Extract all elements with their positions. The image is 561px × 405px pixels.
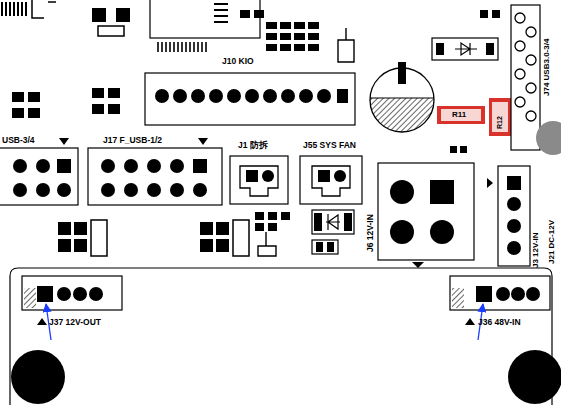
capacitor-line <box>370 97 434 98</box>
connector-label: J21 DC-12V <box>548 220 556 264</box>
resistor-label: R11 <box>452 111 466 119</box>
smd-part <box>233 220 249 256</box>
connector-label: J37 12V-OUT <box>49 318 101 327</box>
connector-pin <box>390 180 414 204</box>
smd-pad <box>314 213 322 231</box>
connector-pins <box>155 89 348 103</box>
connector-outline <box>378 163 474 260</box>
connector-pins <box>57 287 103 301</box>
diode-outline <box>312 210 354 234</box>
chip-outline <box>150 0 260 38</box>
connector-pins <box>507 197 521 255</box>
connector-outline <box>300 156 362 204</box>
mount-hole <box>11 350 65 404</box>
smd-part <box>312 240 338 254</box>
connector-outline <box>0 148 78 205</box>
pin1-marker <box>37 318 47 325</box>
connector-pin <box>507 176 521 190</box>
smd-pad <box>486 43 494 55</box>
capacitor-mark <box>398 62 406 84</box>
smd-cluster <box>58 212 334 252</box>
connector-label: J74 USB3.0-3/4 <box>543 39 551 96</box>
mount-hole <box>536 121 561 155</box>
diode-outline <box>432 38 498 60</box>
pin1-marker <box>59 138 69 145</box>
pin1-marker <box>198 138 208 145</box>
smd-pad <box>436 43 444 55</box>
connector-pin <box>476 286 492 302</box>
connector-pins <box>496 287 540 301</box>
connector-hatch <box>452 288 464 308</box>
smd-part <box>91 220 107 256</box>
switch-symbol <box>258 232 276 256</box>
diode-symbol <box>455 43 477 55</box>
connector-hatch <box>24 288 36 308</box>
connector-outline <box>230 156 288 204</box>
resistor-outline <box>437 106 485 124</box>
connector-pin <box>430 180 454 204</box>
pin1-marker <box>465 318 475 325</box>
connector-pin <box>262 170 274 182</box>
pin1-marker <box>487 178 493 188</box>
connector-label: J10 KIO <box>222 57 254 66</box>
connector-pin <box>246 170 258 182</box>
resistor-body <box>441 109 481 121</box>
connector-pin <box>430 220 454 244</box>
smd-part <box>98 26 124 36</box>
connector-label: USB-3/4 <box>2 136 35 145</box>
smd-pad <box>344 213 352 231</box>
connector-outline <box>450 276 550 310</box>
chip-pins <box>158 42 206 52</box>
connector-body <box>312 166 350 196</box>
connector-pin <box>390 220 414 244</box>
capacitor-hatch <box>370 98 434 132</box>
smd-cluster <box>12 10 500 153</box>
connector-label: J6 12V-IN <box>366 214 375 252</box>
connector-pins <box>515 13 536 121</box>
connector-label: J36 48V-IN <box>478 318 521 327</box>
connector-pin <box>318 170 330 182</box>
connector-label: J55 SYS FAN <box>303 141 356 150</box>
connector-pin <box>334 170 346 182</box>
mount-hole <box>508 350 561 404</box>
pin1-marker <box>412 262 424 268</box>
board-region <box>10 268 552 405</box>
resistor-body <box>492 102 508 132</box>
connector-label: J3 12V-IN <box>532 232 540 268</box>
diode-symbol <box>326 214 340 230</box>
switch-symbol <box>338 28 354 62</box>
connector-body <box>240 166 278 196</box>
pin-comb <box>2 2 26 16</box>
connector-outline <box>511 5 540 150</box>
connector-outline <box>498 166 530 266</box>
smd-pad <box>116 8 130 22</box>
part-outline <box>32 0 56 18</box>
smd-pad <box>92 8 106 22</box>
pin-comb <box>214 4 228 22</box>
connector-label: J17 F_USB-1/2 <box>103 136 162 145</box>
connector-outline <box>22 276 122 310</box>
resistor-outline <box>489 98 511 136</box>
connector-pins <box>101 159 207 197</box>
connector-pins <box>13 159 71 197</box>
resistor-label: R12 <box>496 116 503 129</box>
connector-pin <box>37 286 53 302</box>
connector-outline <box>88 148 222 205</box>
connector-label: J1 防拆 <box>238 141 268 150</box>
connector-outline <box>145 73 355 125</box>
